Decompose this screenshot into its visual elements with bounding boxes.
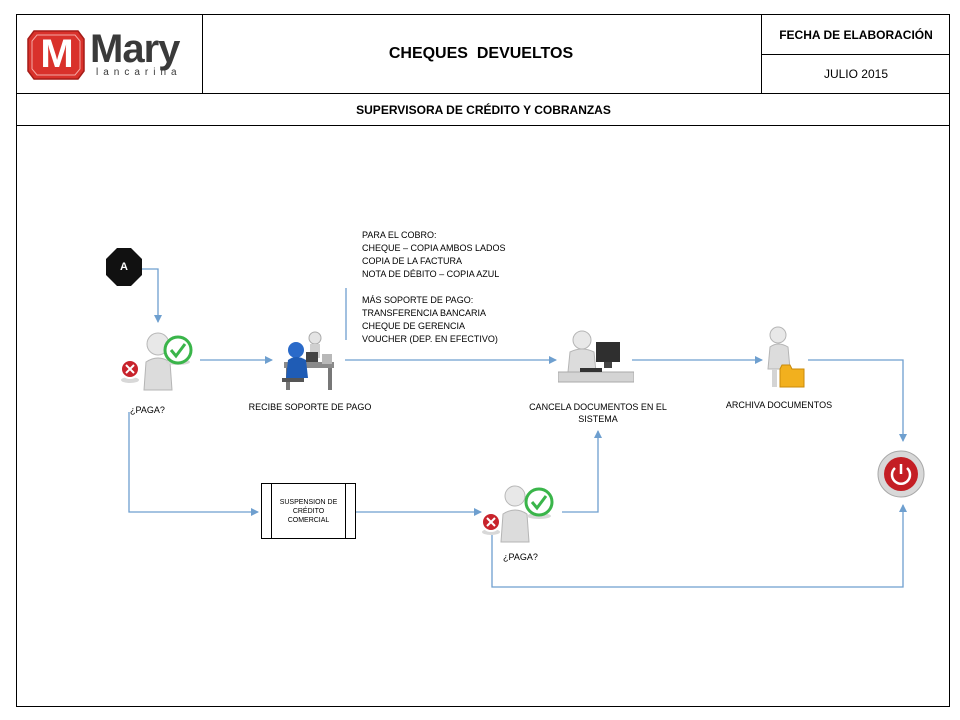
payment-support-note: PARA EL COBRO: CHEQUE – COPIA AMBOS LADO…: [362, 230, 506, 344]
power-end-icon: [877, 450, 925, 498]
connector-a-label: A: [120, 261, 128, 273]
logo-subtext: lancarina: [96, 67, 182, 78]
logo-text: Mary: [90, 27, 180, 71]
date-value: JULIO 2015: [823, 67, 889, 81]
step-cancel-label: CANCELA DOCUMENTOS EN EL SISTEMA: [529, 402, 667, 424]
suspension-process-box: SUSPENSION DE CRÉDITO COMERCIAL: [261, 483, 356, 539]
worker-desk-icon: [278, 328, 344, 394]
page-title: CHEQUES DEVUELTOS: [388, 45, 574, 62]
header-date-divider: [761, 54, 950, 55]
suspension-label: SUSPENSION DE CRÉDITO COMERCIAL: [279, 498, 338, 524]
archive-folder-icon: [760, 325, 808, 391]
decision-2: [481, 484, 563, 546]
department-title: SUPERVISORA DE CRÉDITO Y COBRANZAS: [356, 102, 611, 117]
decision-2-label: ¿PAGA?: [503, 552, 538, 562]
step-receive-label: RECIBE SOPORTE DE PAGO: [248, 402, 372, 412]
brand-logo: M Mary lancarina: [26, 25, 198, 83]
connector-a: A: [105, 247, 143, 287]
step-archive-label: ARCHIVA DOCUMENTOS: [725, 400, 833, 410]
computer-user-icon: [557, 330, 635, 384]
logo-mark: M: [40, 31, 74, 76]
diagram-area: [16, 125, 950, 707]
date-label: FECHA DE ELABORACIÓN: [779, 27, 933, 42]
decision-1: [118, 330, 200, 392]
decision-1-label: ¿PAGA?: [130, 405, 165, 415]
